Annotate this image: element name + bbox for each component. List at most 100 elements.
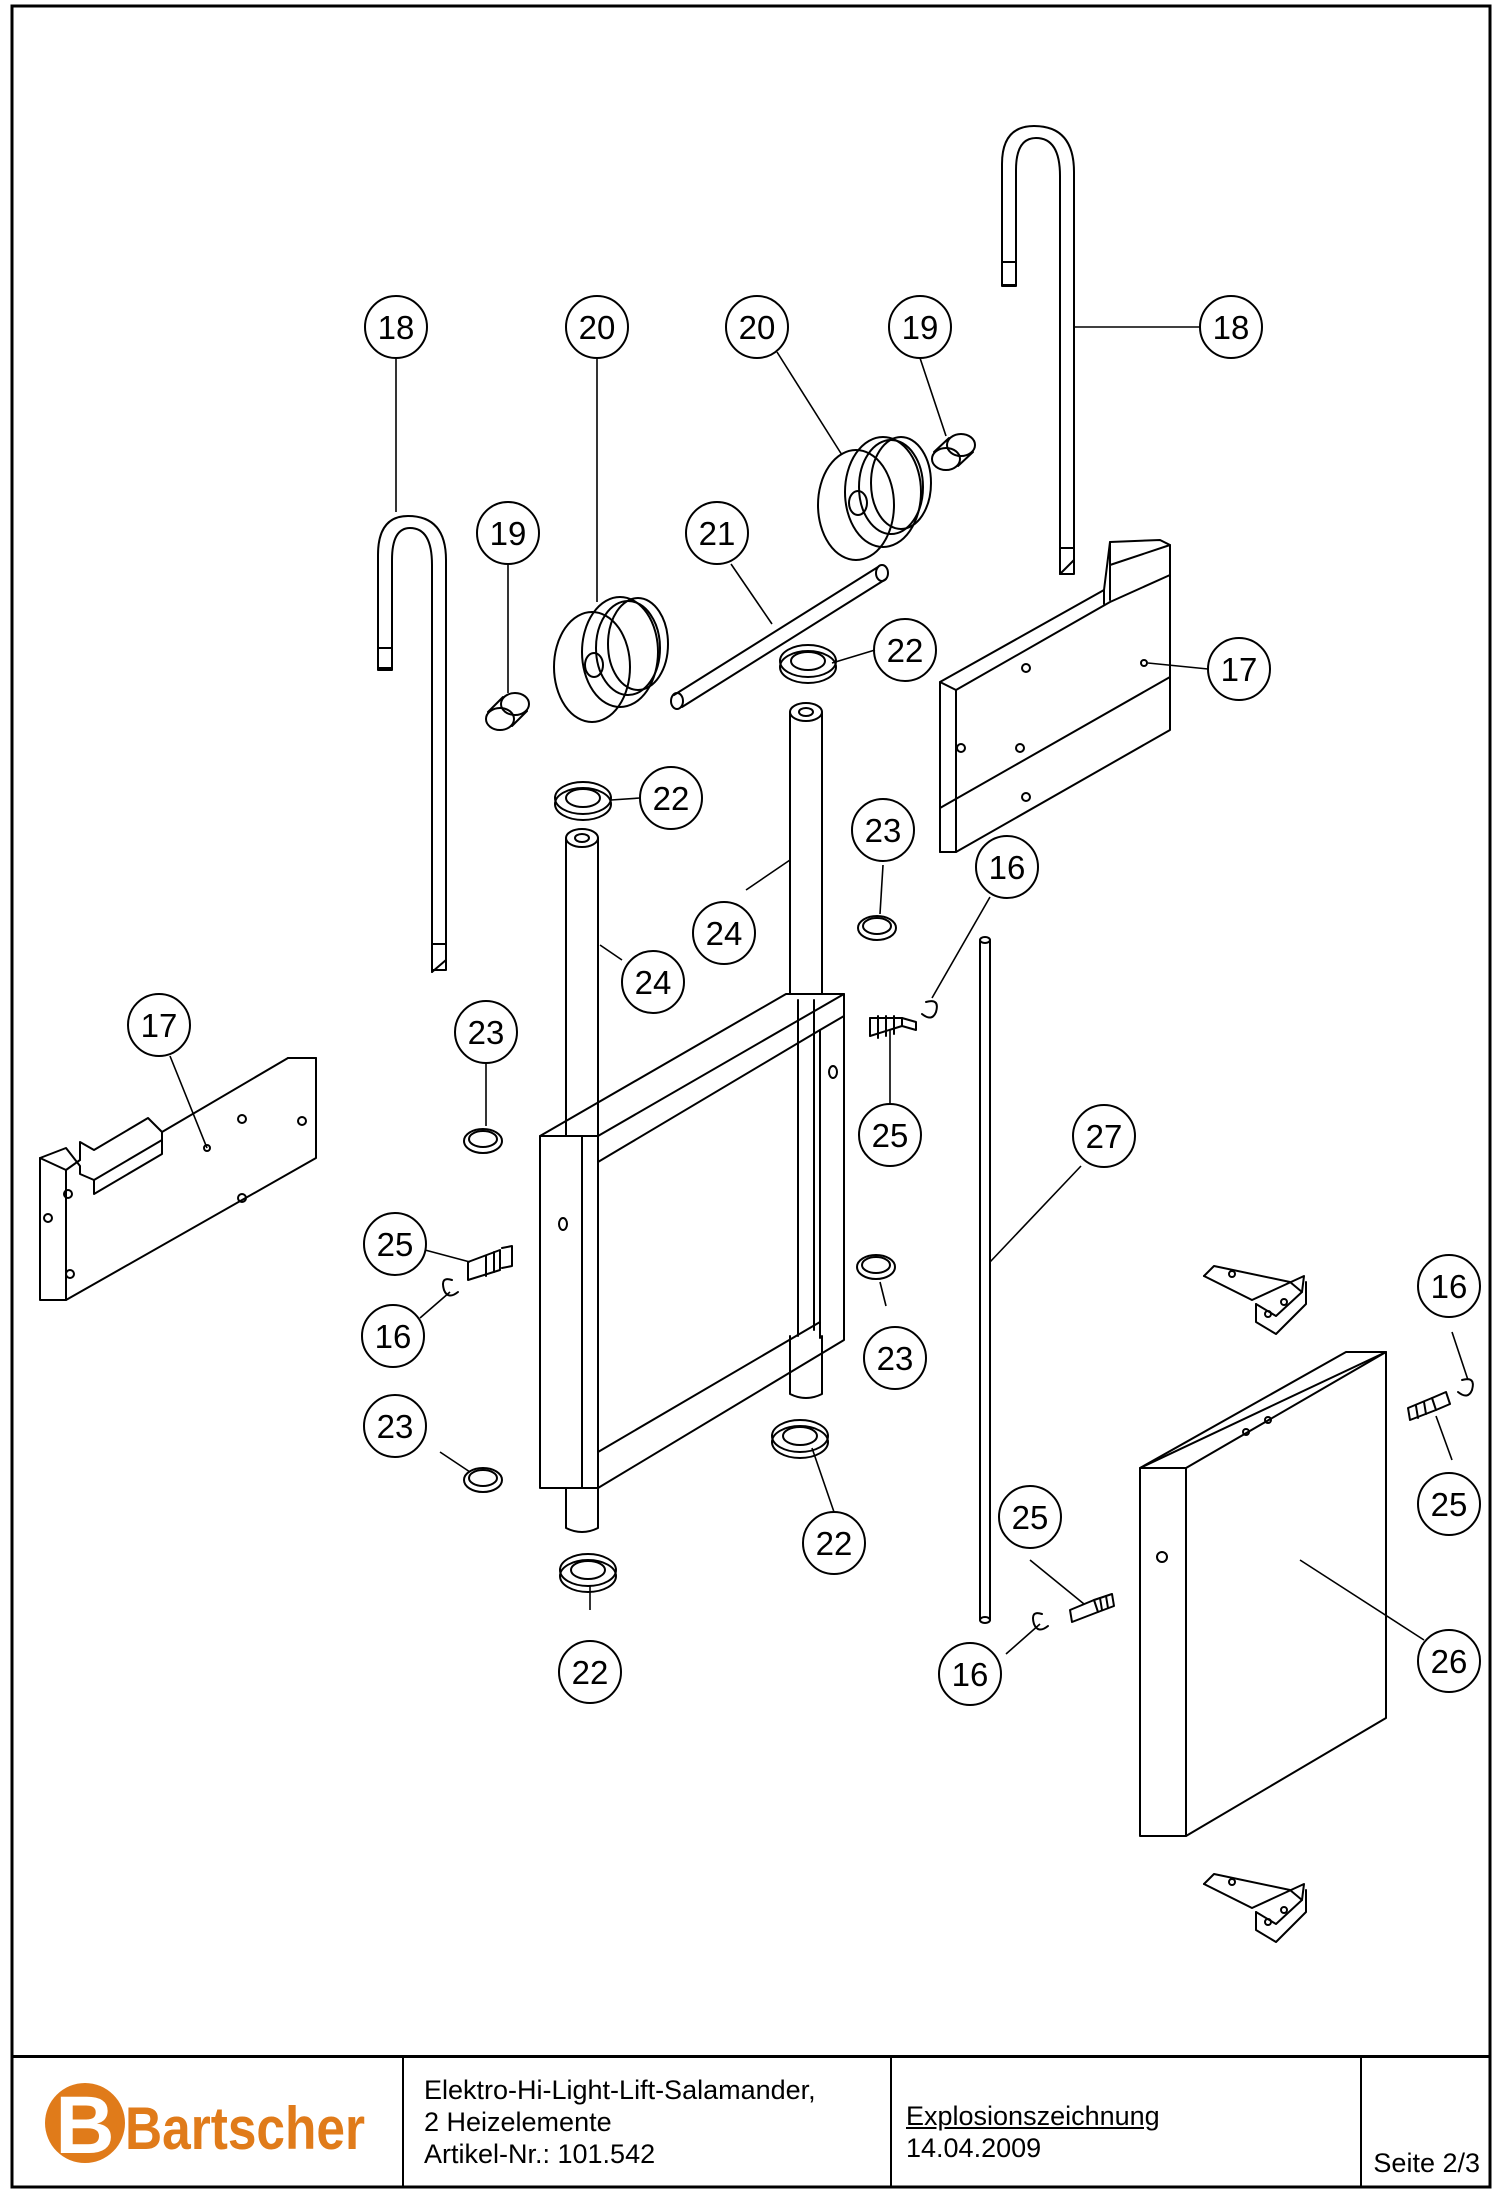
callout-label: 22 bbox=[653, 780, 690, 817]
page-number-cell: Seite 2/3 bbox=[1362, 2058, 1490, 2187]
part-20-pulley-left bbox=[553, 596, 669, 723]
part-25-pin-d bbox=[1407, 1391, 1451, 1421]
callout-label: 22 bbox=[572, 1654, 609, 1691]
callout-label: 16 bbox=[1431, 1268, 1468, 1305]
bartscher-logo: B Bartscher bbox=[45, 2080, 365, 2171]
callout-label: 22 bbox=[887, 632, 924, 669]
part-25-pin-b bbox=[467, 1245, 513, 1281]
part-23-ring-a bbox=[857, 915, 897, 941]
callout-label: 23 bbox=[468, 1014, 505, 1051]
product-name-line1: Elektro-Hi-Light-Lift-Salamander, bbox=[424, 2075, 816, 2105]
callout-26: 26 bbox=[1417, 1629, 1481, 1693]
part-26-heater-box bbox=[1139, 1351, 1387, 1837]
part-17-bracket-right bbox=[939, 539, 1171, 853]
callout-label: 18 bbox=[1213, 309, 1250, 346]
callout-16-c: 16 bbox=[1417, 1254, 1481, 1318]
part-16-clip-b bbox=[442, 1278, 459, 1297]
part-18-left-strap bbox=[377, 515, 447, 973]
logo-cell: B Bartscher bbox=[12, 2058, 404, 2187]
callout-label: 25 bbox=[377, 1226, 414, 1263]
leader-lines bbox=[169, 326, 1469, 1655]
callout-23-c: 23 bbox=[863, 1326, 927, 1390]
callout-22-bottom-left: 22 bbox=[558, 1640, 622, 1704]
callout-label: 23 bbox=[377, 1408, 414, 1445]
part-27-rod bbox=[979, 936, 991, 1624]
callout-label: 27 bbox=[1086, 1118, 1123, 1155]
part-22-grommet-bottom-left bbox=[559, 1553, 617, 1593]
callout-23-b: 23 bbox=[454, 1000, 518, 1064]
drawing-date: 14.04.2009 bbox=[906, 2133, 1042, 2163]
callout-23-d: 23 bbox=[363, 1394, 427, 1458]
callout-label: 24 bbox=[635, 964, 672, 1001]
logo-wordmark: Bartscher bbox=[125, 2095, 365, 2162]
callout-label: 21 bbox=[699, 515, 736, 552]
part-16-clip-d bbox=[1457, 1378, 1474, 1397]
callout-label: 24 bbox=[706, 915, 743, 952]
part-25-pin-a bbox=[869, 1015, 917, 1039]
drawing-info-cell: Explosionszeichnung 14.04.2009 bbox=[892, 2058, 1362, 2187]
callout-label: 18 bbox=[378, 309, 415, 346]
callout-label: 26 bbox=[1431, 1643, 1468, 1680]
callout-25-c: 25 bbox=[1417, 1472, 1481, 1536]
part-22-grommet-top-right bbox=[779, 644, 837, 684]
part-22-grommet-top-left bbox=[554, 781, 612, 821]
callout-18-left: 18 bbox=[364, 295, 428, 359]
drawing-type: Explosionszeichnung bbox=[906, 2101, 1160, 2131]
callout-label: 16 bbox=[989, 849, 1026, 886]
part-18-right-strap bbox=[1001, 125, 1075, 575]
callout-21: 21 bbox=[685, 501, 749, 565]
page-number: Seite 2/3 bbox=[1373, 2148, 1480, 2178]
callout-17-left: 17 bbox=[127, 993, 191, 1057]
callout-19-left: 19 bbox=[476, 501, 540, 565]
callout-22-bottom-right: 22 bbox=[802, 1511, 866, 1575]
callout-24-right: 24 bbox=[692, 901, 756, 965]
svg-text:B: B bbox=[55, 2080, 114, 2171]
callout-label: 17 bbox=[141, 1007, 178, 1044]
callout-17-right: 17 bbox=[1207, 637, 1271, 701]
part-19-bushing-right bbox=[931, 433, 976, 471]
part-22-grommet-bottom-right bbox=[771, 1419, 829, 1459]
callout-27: 27 bbox=[1072, 1104, 1136, 1168]
part-25-pin-c bbox=[1069, 1593, 1115, 1623]
callout-25-d: 25 bbox=[998, 1485, 1062, 1549]
callout-18-right: 18 bbox=[1199, 295, 1263, 359]
callout-16-a: 16 bbox=[975, 835, 1039, 899]
part-23-ring-b bbox=[463, 1128, 503, 1154]
product-name-line2: 2 Heizelemente bbox=[424, 2107, 612, 2137]
lift-frame bbox=[539, 993, 845, 1489]
part-24-column-left bbox=[565, 828, 599, 1533]
part-21-axle bbox=[670, 564, 889, 710]
callout-label: 20 bbox=[739, 309, 776, 346]
callout-22-top-left: 22 bbox=[639, 766, 703, 830]
product-description-cell: Elektro-Hi-Light-Lift-Salamander, 2 Heiz… bbox=[404, 2058, 892, 2187]
callout-label: 16 bbox=[952, 1656, 989, 1693]
callout-22-top-right: 22 bbox=[873, 618, 937, 682]
callout-16-b: 16 bbox=[361, 1304, 425, 1368]
callout-label: 23 bbox=[877, 1340, 914, 1377]
callout-label: 20 bbox=[579, 309, 616, 346]
callout-label: 17 bbox=[1221, 651, 1258, 688]
callout-24-left: 24 bbox=[621, 950, 685, 1014]
part-19-bushing-left bbox=[485, 692, 530, 731]
angle-bracket-bottom bbox=[1203, 1873, 1307, 1943]
part-24-column-right bbox=[789, 702, 823, 1399]
part-16-clip-a bbox=[921, 1000, 938, 1019]
callout-20-left: 20 bbox=[565, 295, 629, 359]
title-block: B Bartscher Elektro-Hi-Light-Lift-Salama… bbox=[12, 2055, 1490, 2187]
drawing-frame bbox=[10, 4, 1492, 2189]
callout-20-right: 20 bbox=[725, 295, 789, 359]
part-23-ring-d bbox=[463, 1467, 503, 1493]
part-23-ring-c bbox=[856, 1254, 896, 1280]
callout-label: 19 bbox=[902, 309, 939, 346]
callout-19-right: 19 bbox=[888, 295, 952, 359]
callout-label: 22 bbox=[816, 1525, 853, 1562]
callout-label: 25 bbox=[1431, 1486, 1468, 1523]
callout-25-b: 25 bbox=[363, 1212, 427, 1276]
callout-25-a: 25 bbox=[858, 1103, 922, 1167]
callout-label: 23 bbox=[865, 812, 902, 849]
article-number: Artikel-Nr.: 101.542 bbox=[424, 2139, 656, 2169]
callout-16-d: 16 bbox=[938, 1642, 1002, 1706]
callout-label: 16 bbox=[375, 1318, 412, 1355]
callout-label: 25 bbox=[1012, 1499, 1049, 1536]
